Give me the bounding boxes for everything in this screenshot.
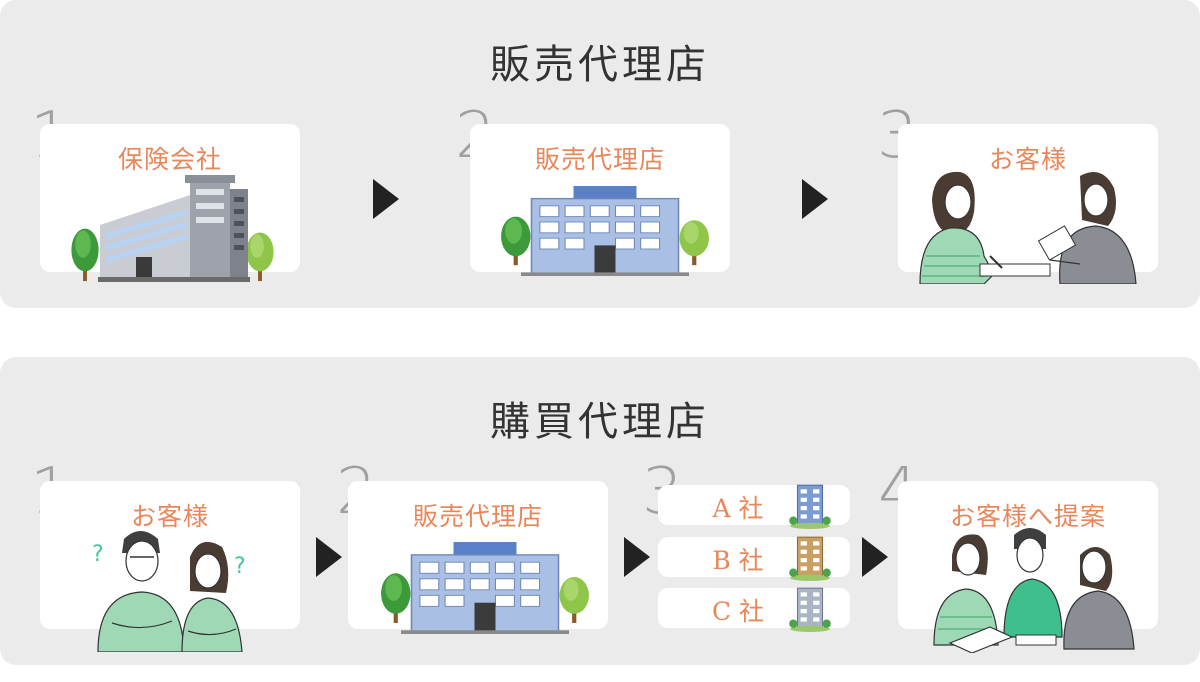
svg-text:?: ?: [234, 554, 246, 579]
agency-building-icon: [380, 542, 590, 634]
sales-agency-title: 販売代理店: [490, 42, 710, 88]
step-label: お客様へ提案: [949, 502, 1106, 531]
company-a-card: A 社: [658, 484, 850, 529]
company-building-icon: [789, 587, 831, 632]
step-label: 販売代理店: [412, 502, 543, 531]
flow-arrow: [802, 179, 828, 219]
company-building-icon: [789, 484, 831, 529]
step-label: お客様: [988, 145, 1067, 174]
sales-agency-panel: 販売代理店 1 保険会社 2 販売代理店 3 お客様: [0, 0, 1200, 308]
step-label: 販売代理店: [534, 145, 665, 174]
step-label: お客様: [130, 502, 209, 531]
flow-arrow: [316, 537, 342, 577]
flow-arrow: [862, 537, 888, 577]
step-label: 保険会社: [117, 145, 222, 174]
purchase-agency-panel: 購買代理店 1 お客様 ? ? 2 販売代理店 3 A 社 B 社 C 社: [0, 357, 1200, 665]
agency-building-icon: [500, 186, 710, 276]
proposal-meeting-icon: [933, 528, 1135, 653]
company-a-label: A 社: [712, 494, 764, 523]
flow-arrow: [624, 537, 650, 577]
confused-customers-icon: ? ?: [92, 531, 246, 652]
company-b-card: B 社: [658, 536, 850, 581]
purchase-agency-title: 購買代理店: [490, 399, 710, 445]
company-b-label: B 社: [712, 546, 764, 575]
flow-arrow: [373, 179, 399, 219]
insurance-company-building-icon: [71, 175, 274, 282]
company-building-icon: [789, 536, 831, 581]
company-c-label: C 社: [711, 597, 765, 626]
company-c-card: C 社: [658, 587, 850, 632]
svg-text:?: ?: [92, 542, 104, 567]
customer-consultation-icon: [919, 171, 1137, 284]
